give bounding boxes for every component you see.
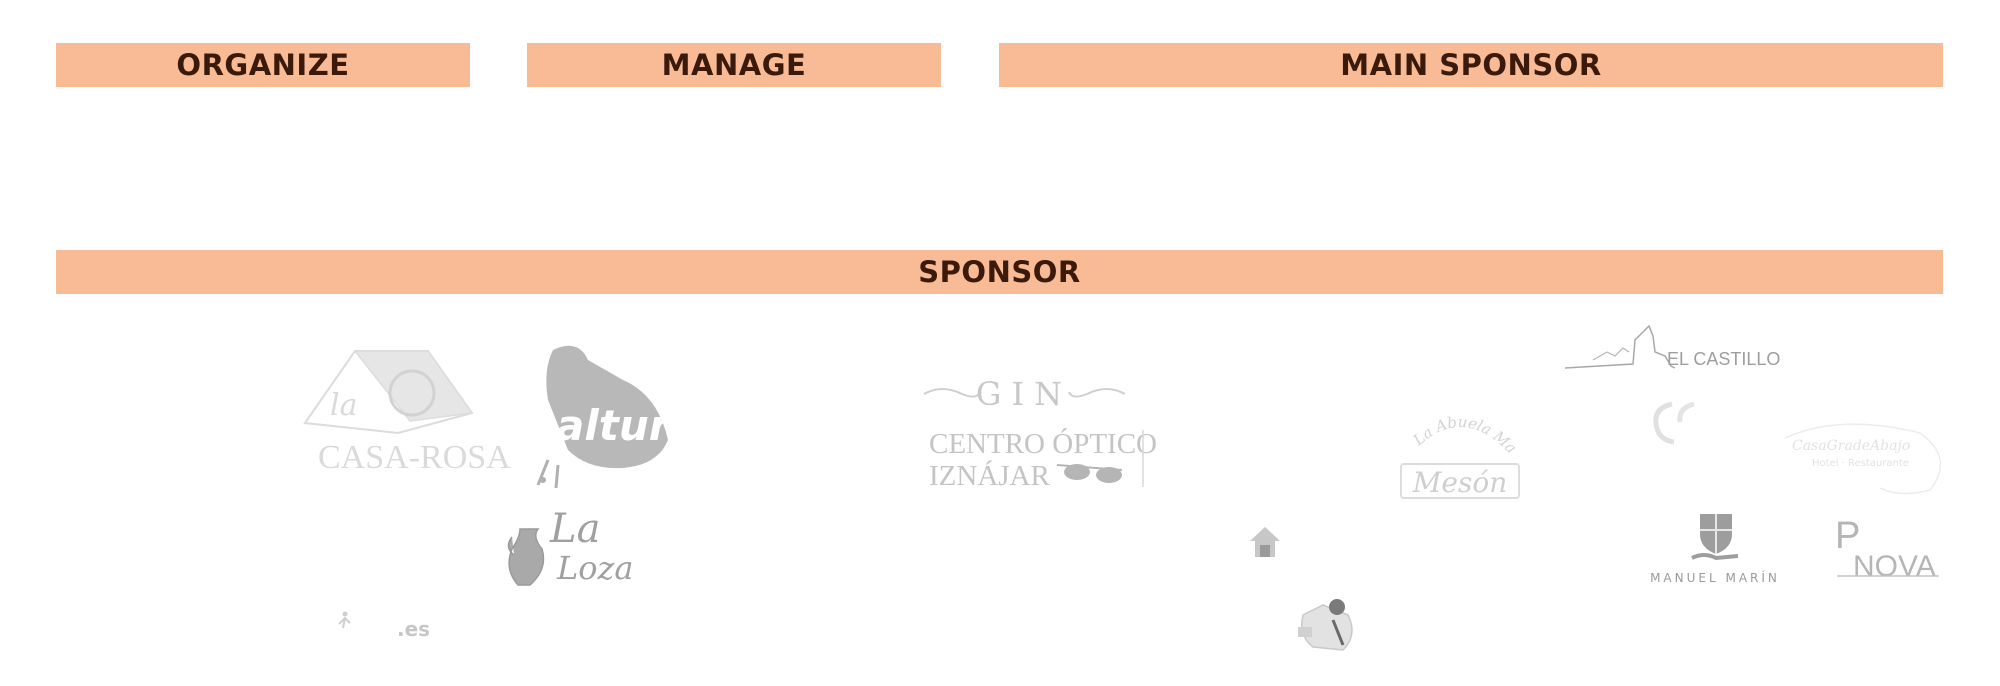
logo-altur-text: altur — [556, 401, 672, 450]
house-icon — [1250, 527, 1280, 557]
logo-la-loza-line1: La — [549, 506, 600, 552]
logo-pn-nova-line2: NOVA — [1853, 550, 1936, 583]
section-header-sponsor: SPONSOR — [56, 250, 1943, 294]
logo-gin[interactable]: GIN — [922, 372, 1127, 413]
logo-manuel-marin-text: MANUEL MARÍN — [1650, 570, 1780, 585]
cook-icon — [1298, 599, 1353, 651]
logo-el-castillo[interactable]: EL CASTILLO — [1563, 322, 1780, 372]
house-icon: la CASA-ROSA — [303, 350, 511, 476]
section-header-organize: ORGANIZE — [56, 43, 470, 87]
section-title: MAIN SPONSOR — [1340, 48, 1602, 82]
section-title: MANAGE — [661, 48, 807, 82]
logo-casa-rosa[interactable]: la CASA-ROSA — [300, 343, 511, 478]
logo-meson-arc: La Abuela María — [1394, 388, 1521, 457]
farmer-icon: altur — [536, 345, 672, 489]
logo-casa-abajo[interactable]: CasaGradeAbajo Hotel · Restaurante — [1780, 418, 1950, 498]
logo-meson[interactable]: La Abuela María Mesón — [1394, 388, 1523, 502]
section-title: SPONSOR — [918, 255, 1081, 289]
logo-dot-es-text: .es — [397, 617, 430, 641]
logo-centro-optico-line1: CENTRO ÓPTICO — [929, 427, 1157, 460]
logo-la-loza[interactable]: La Loza — [502, 497, 633, 597]
logo-double-c[interactable] — [1650, 400, 1705, 445]
castle-icon: EL CASTILLO — [1564, 324, 1780, 369]
logo-casa-rosa-line1: la — [330, 388, 357, 423]
section-title: ORGANIZE — [176, 48, 350, 82]
logo-altur[interactable]: altur — [528, 340, 678, 490]
logo-el-castillo-text: EL CASTILLO — [1667, 349, 1780, 369]
jug-icon: La Loza — [507, 506, 633, 587]
logo-la-loza-line2: Loza — [556, 549, 633, 587]
logo-house-small[interactable] — [1248, 523, 1282, 561]
logo-centro-optico[interactable]: CENTRO ÓPTICO IZNÁJAR — [927, 425, 1157, 492]
logo-casa-abajo-line2: Hotel · Restaurante — [1812, 458, 1909, 469]
logo-manuel-marin[interactable]: MANUEL MARÍN — [1648, 512, 1783, 587]
logo-meson-text: Mesón — [1412, 466, 1508, 499]
section-header-main-sponsor: MAIN SPONSOR — [999, 43, 1943, 87]
logo-centro-optico-line2: IZNÁJAR — [929, 459, 1050, 492]
double-c-icon — [1653, 401, 1695, 445]
svg-text:La Abuela María: La Abuela María — [1394, 388, 1521, 457]
logo-casa-rosa-line2: CASA-ROSA — [318, 439, 511, 476]
pn-icon: P NOVA — [1835, 515, 1939, 583]
logo-dot-es[interactable]: .es — [335, 610, 435, 641]
casa-abajo-badge: CasaGradeAbajo Hotel · Restaurante — [1784, 423, 1942, 495]
runner-icon: .es — [338, 611, 430, 641]
logo-pn-nova[interactable]: P NOVA — [1835, 508, 1943, 583]
logo-pn-nova-line1: P — [1835, 515, 1860, 557]
logo-casa-abajo-line1: CasaGradeAbajo — [1792, 438, 1910, 454]
ornament-icon: GIN — [923, 375, 1126, 413]
section-header-manage: MANAGE — [527, 43, 941, 87]
logo-gin-text: GIN — [976, 375, 1072, 413]
shield-hand-icon: MANUEL MARÍN — [1650, 514, 1780, 585]
meson-badge: La Abuela María Mesón — [1394, 388, 1520, 499]
sunglasses-icon: CENTRO ÓPTICO IZNÁJAR — [929, 427, 1157, 492]
logo-cook[interactable] — [1293, 585, 1365, 657]
